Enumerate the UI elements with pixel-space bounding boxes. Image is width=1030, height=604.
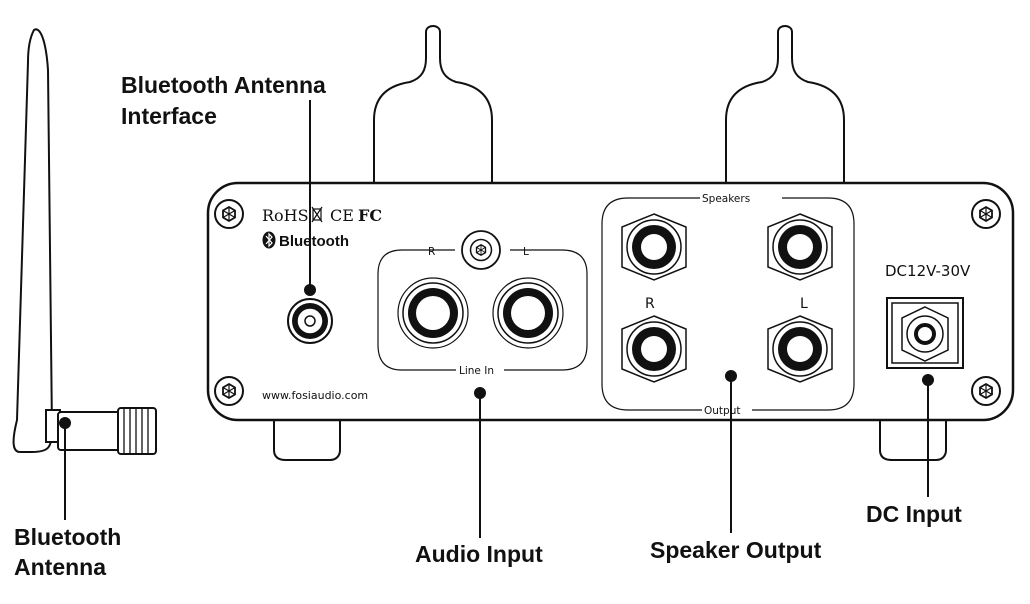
binding-post-l-bottom [767,315,833,383]
dc-input-label: DC Input [866,501,962,527]
binding-post-r-top [621,213,687,281]
output-label: Output [704,405,740,417]
line-in-group: R L Line In [377,230,588,377]
line-in-l-label: L [523,246,529,258]
ce-mark: CE [330,206,354,225]
rca-jack-line-in-l [492,277,564,349]
screw-icon [214,376,244,406]
binding-post-r-bottom [621,315,687,383]
line-in-label: Line In [459,365,494,377]
rca-jack-line-in-r [397,277,469,349]
website-url: www.fosiaudio.com [262,389,368,402]
fc-mark: FC [358,206,382,225]
screw-icon [971,199,1001,229]
bluetooth-icon [262,231,276,249]
dc-input-jack [886,297,964,369]
foot-left [273,418,341,461]
binding-post-l-top [767,213,833,281]
speaker-l-label: L [800,296,808,312]
callout-leaders [59,100,934,538]
screw-icon [214,199,244,229]
speaker-r-label: R [645,296,655,312]
line-in-r-label: R [428,246,435,258]
waste-bin-icon [311,206,323,223]
vacuum-tube-left [373,25,493,185]
bluetooth-antenna-interface [287,298,333,344]
speakers-label: Speakers [702,193,750,205]
bluetooth-antenna-interface-label: Bluetooth Antenna [121,72,326,98]
bluetooth-antenna-interface-label-line2: Interface [121,103,217,129]
bluetooth-antenna-label: Bluetooth [14,524,121,550]
bluetooth-antenna-label-line2: Antenna [14,554,106,580]
vacuum-tube-right [725,25,845,185]
bluetooth-logo-text: Bluetooth [279,233,349,250]
audio-input-label: Audio Input [415,541,543,567]
bluetooth-antenna [12,28,157,455]
screw-icon [971,376,1001,406]
dc-rating-label: DC12V-30V [885,262,971,280]
foot-right [879,418,947,461]
screw-icon [469,238,493,262]
rohs-mark: RoHS [262,206,309,225]
speaker-output-label: Speaker Output [650,537,822,563]
